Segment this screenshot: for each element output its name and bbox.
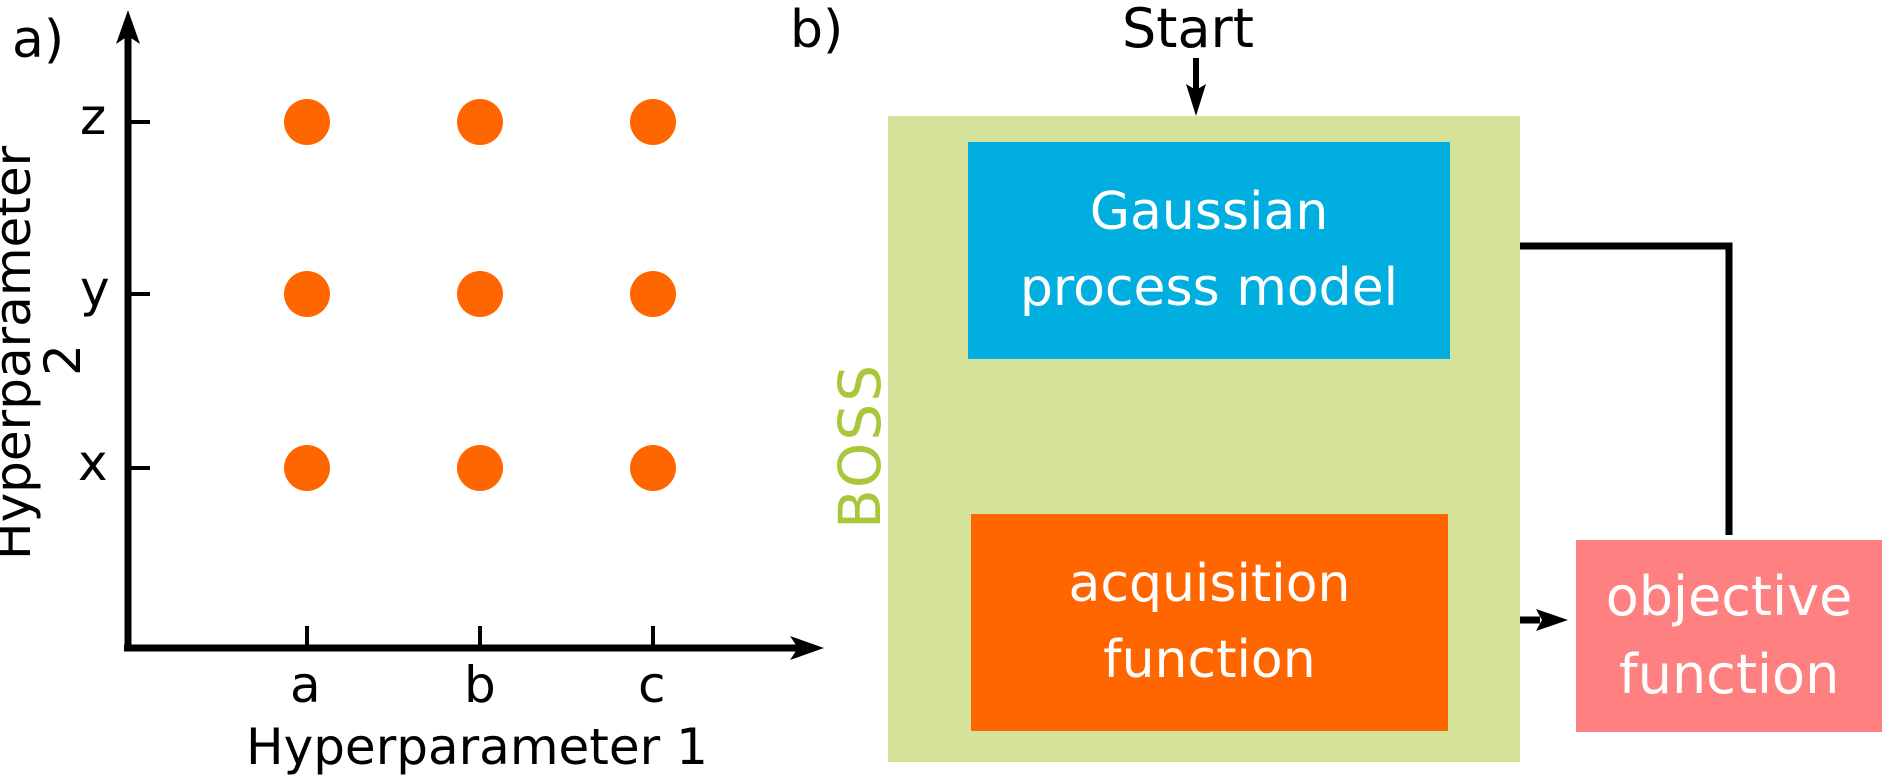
- x-axis-arrow-icon: [790, 636, 824, 660]
- grid-point-b-z: [457, 99, 503, 145]
- y-tick-z: z: [80, 88, 107, 146]
- acq-to-obj-arrow-head-icon: [1536, 609, 1568, 631]
- obj-to-gp-feedback-arrow: [1490, 242, 1733, 535]
- start-label: Start: [1122, 0, 1254, 60]
- x-tick-c: c: [638, 656, 666, 714]
- x-tick-b: b: [464, 656, 496, 714]
- x-axis-label: Hyperparameter 1: [246, 718, 708, 776]
- objective-function-box: objective function: [1576, 540, 1882, 732]
- obj-box-line2: function: [1618, 643, 1840, 706]
- acquisition-function-box: acquisition function: [971, 514, 1448, 731]
- acq-box-line2: function: [1103, 629, 1316, 690]
- gp-box-line1: Gaussian: [1089, 182, 1329, 243]
- y-tick-y: y: [80, 260, 110, 318]
- grid-point-c-z: [630, 99, 676, 145]
- x-tick-a: a: [290, 656, 321, 714]
- y-tick-x: x: [78, 434, 108, 492]
- boss-label: BOSS: [826, 362, 894, 530]
- y-axis-arrow-icon: [116, 10, 140, 44]
- grid-point-c-x: [630, 445, 676, 491]
- grid-point-a-y: [284, 271, 330, 317]
- panel-a-label: a): [12, 10, 65, 70]
- grid-point-b-x: [457, 445, 503, 491]
- grid-point-b-y: [457, 271, 503, 317]
- acq-box-line1: acquisition: [1068, 554, 1351, 615]
- gaussian-process-model-box: Gaussian process model: [968, 142, 1450, 359]
- grid-point-a-x: [284, 445, 330, 491]
- obj-box-line1: objective: [1605, 564, 1853, 628]
- grid-point-a-z: [284, 99, 330, 145]
- gp-box-line2: process model: [1019, 257, 1399, 318]
- grid-point-c-y: [630, 271, 676, 317]
- y-axis-label: Hyperparameter 2: [0, 145, 92, 560]
- panel-b-label: b): [790, 0, 844, 60]
- start-arrow-head-icon: [1186, 84, 1206, 116]
